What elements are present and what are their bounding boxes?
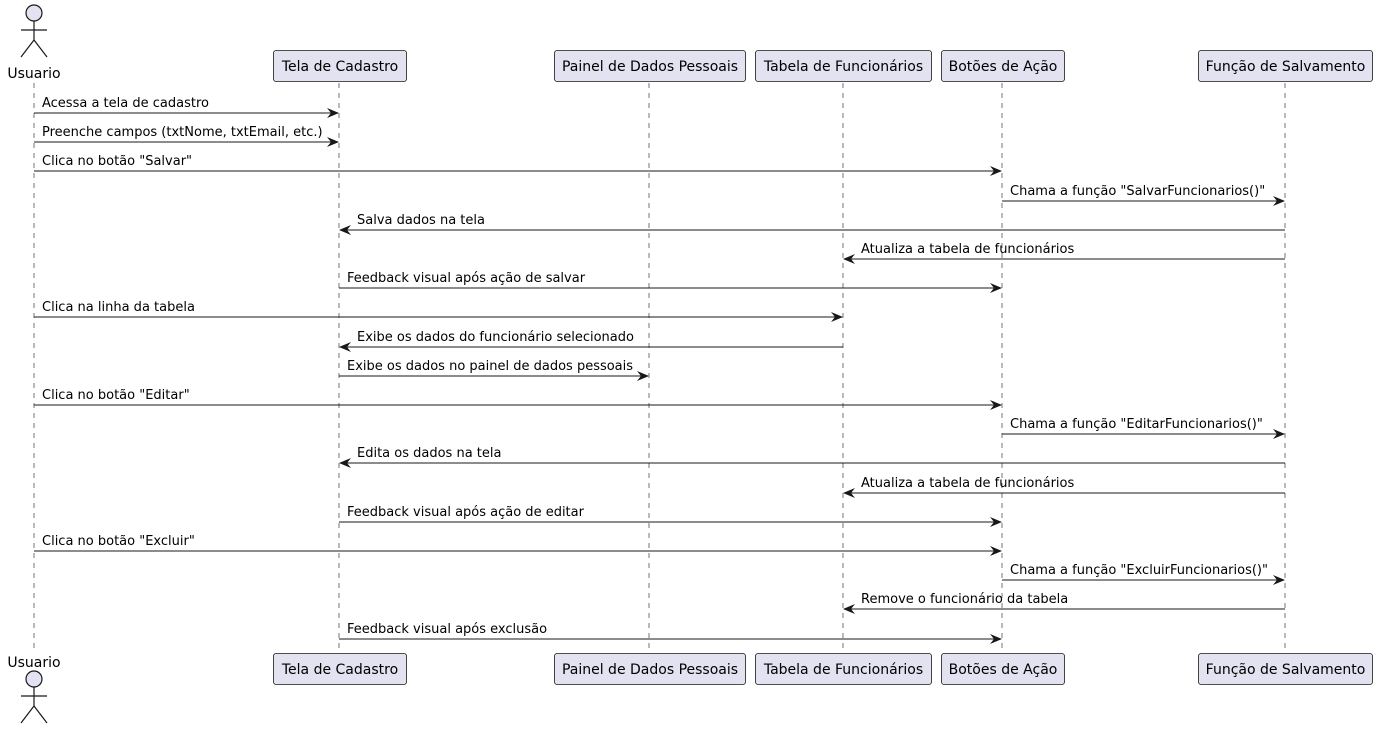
actor-label: Usuario bbox=[7, 655, 60, 671]
participant-label: Painel de Dados Pessoais bbox=[562, 662, 738, 678]
participant-label: Tabela de Funcionários bbox=[763, 59, 923, 75]
message-18: Remove o funcionário da tabela bbox=[843, 592, 1285, 614]
message-11: Clica no botão "Editar" bbox=[34, 388, 1002, 410]
message-14: Atualiza a tabela de funcionários bbox=[843, 476, 1285, 498]
participant-label: Tela de Cadastro bbox=[281, 662, 398, 678]
message-label: Salva dados na tela bbox=[357, 213, 485, 228]
message-19: Feedback visual após exclusão bbox=[339, 622, 1002, 644]
participant-box bbox=[755, 50, 932, 82]
participant-box bbox=[755, 653, 932, 685]
participant-box bbox=[273, 653, 407, 685]
participant-painel-de-dados-pessoais-bottom: Painel de Dados Pessoais bbox=[554, 653, 746, 685]
actor-usuario-bottom: Usuario bbox=[7, 655, 61, 724]
message-3: Clica no botão "Salvar" bbox=[34, 154, 1002, 176]
message-label: Remove o funcionário da tabela bbox=[861, 592, 1068, 607]
message-label: Clica na linha da tabela bbox=[42, 300, 195, 315]
message-6: Atualiza a tabela de funcionários bbox=[843, 242, 1285, 264]
message-label: Atualiza a tabela de funcionários bbox=[861, 242, 1075, 257]
message-7: Feedback visual após ação de salvar bbox=[339, 271, 1002, 293]
message-label: Clica no botão "Excluir" bbox=[42, 534, 195, 549]
participant-box bbox=[941, 50, 1065, 82]
participant-label: Botões de Ação bbox=[949, 59, 1058, 75]
participant-funcao-de-salvamento-bottom: Função de Salvamento bbox=[1198, 653, 1373, 685]
participant-label: Função de Salvamento bbox=[1206, 59, 1366, 75]
message-8: Clica na linha da tabela bbox=[34, 300, 843, 322]
participant-funcao-de-salvamento-top: Função de Salvamento bbox=[1198, 50, 1373, 82]
participant-tabela-de-funcionarios-bottom: Tabela de Funcionários bbox=[755, 653, 932, 685]
message-9: Exibe os dados do funcionário selecionad… bbox=[339, 330, 843, 352]
message-label: Acessa a tela de cadastro bbox=[42, 96, 209, 111]
participant-label: Função de Salvamento bbox=[1206, 662, 1366, 678]
participant-box bbox=[554, 653, 746, 685]
message-2: Preenche campos (txtNome, txtEmail, etc.… bbox=[34, 125, 339, 147]
message-label: Chama a função "ExcluirFuncionarios()" bbox=[1010, 563, 1268, 578]
participant-label: Botões de Ação bbox=[949, 662, 1058, 678]
participant-box bbox=[941, 653, 1065, 685]
participant-box bbox=[273, 50, 407, 82]
participant-botoes-de-acao-top: Botões de Ação bbox=[941, 50, 1065, 82]
participant-tela-de-cadastro-top: Tela de Cadastro bbox=[273, 50, 407, 82]
actor-label: Usuario bbox=[7, 66, 60, 82]
message-label: Preenche campos (txtNome, txtEmail, etc.… bbox=[42, 125, 323, 140]
actor-icon bbox=[20, 670, 48, 724]
message-label: Chama a função "EditarFuncionarios()" bbox=[1010, 417, 1263, 432]
message-label: Atualiza a tabela de funcionários bbox=[861, 476, 1075, 491]
message-4: Chama a função "SalvarFuncionarios()" bbox=[1002, 184, 1285, 206]
message-16: Clica no botão "Excluir" bbox=[34, 534, 1002, 556]
message-15: Feedback visual após ação de editar bbox=[339, 505, 1002, 527]
message-12: Chama a função "EditarFuncionarios()" bbox=[1002, 417, 1285, 439]
participant-box bbox=[1198, 50, 1373, 82]
message-label: Chama a função "SalvarFuncionarios()" bbox=[1010, 184, 1265, 199]
participant-box bbox=[1198, 653, 1373, 685]
participant-box bbox=[554, 50, 746, 82]
participant-label: Painel de Dados Pessoais bbox=[562, 59, 738, 75]
message-label: Clica no botão "Editar" bbox=[42, 388, 190, 403]
participant-botoes-de-acao-bottom: Botões de Ação bbox=[941, 653, 1065, 685]
actor-icon bbox=[20, 4, 48, 58]
message-label: Edita os dados na tela bbox=[357, 446, 501, 461]
message-13: Edita os dados na tela bbox=[339, 446, 1285, 468]
message-label: Exibe os dados no painel de dados pessoa… bbox=[347, 359, 633, 374]
message-label: Feedback visual após ação de salvar bbox=[347, 271, 586, 286]
message-10: Exibe os dados no painel de dados pessoa… bbox=[339, 359, 649, 381]
message-1: Acessa a tela de cadastro bbox=[34, 96, 339, 118]
participant-tabela-de-funcionarios-top: Tabela de Funcionários bbox=[755, 50, 932, 82]
message-label: Feedback visual após exclusão bbox=[347, 622, 547, 637]
message-5: Salva dados na tela bbox=[339, 213, 1285, 235]
message-label: Exibe os dados do funcionário selecionad… bbox=[357, 330, 634, 345]
participant-label: Tela de Cadastro bbox=[281, 59, 398, 75]
participant-tela-de-cadastro-bottom: Tela de Cadastro bbox=[273, 653, 407, 685]
participant-painel-de-dados-pessoais-top: Painel de Dados Pessoais bbox=[554, 50, 746, 82]
message-label: Feedback visual após ação de editar bbox=[347, 505, 585, 520]
actor-usuario-top: Usuario bbox=[7, 4, 61, 82]
message-label: Clica no botão "Salvar" bbox=[42, 154, 192, 169]
participant-label: Tabela de Funcionários bbox=[763, 662, 923, 678]
message-17: Chama a função "ExcluirFuncionarios()" bbox=[1002, 563, 1285, 585]
